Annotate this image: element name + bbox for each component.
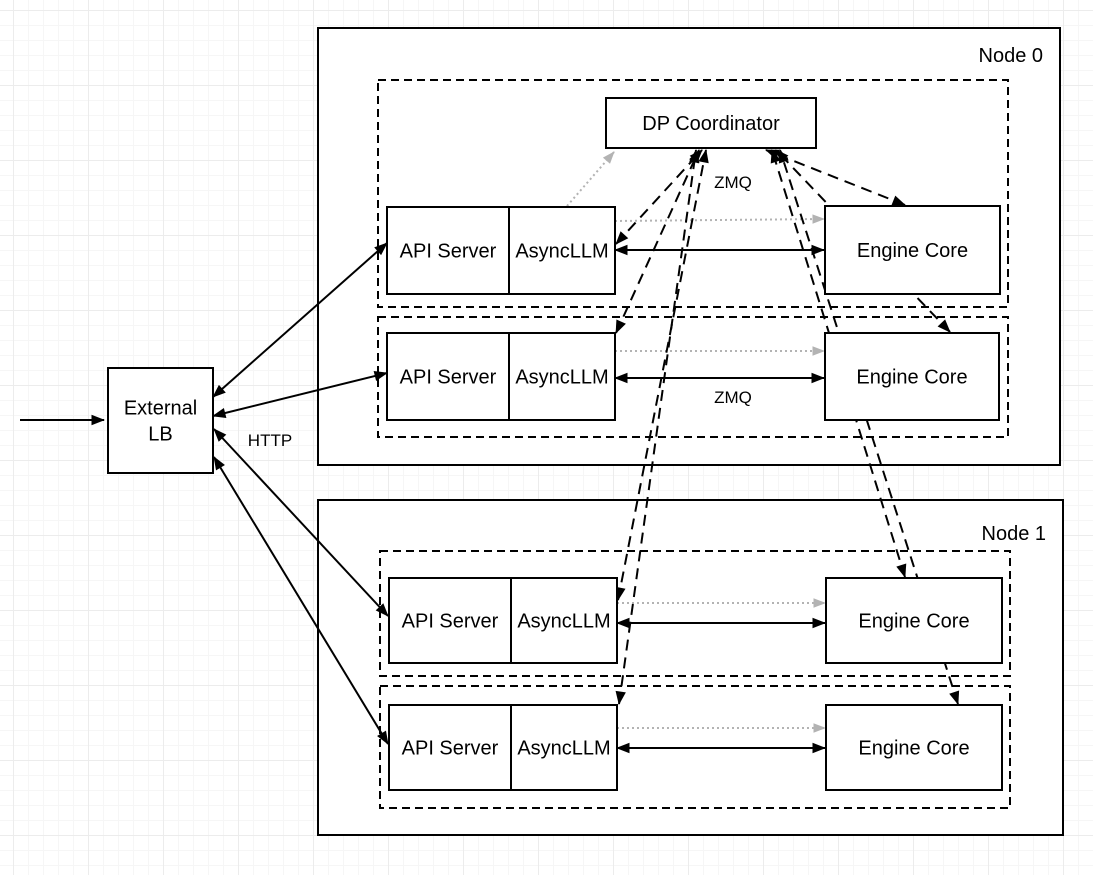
container-label-node-1: Node 1 bbox=[982, 523, 1047, 545]
node-api-async-0-1 bbox=[386, 332, 616, 421]
node-engine-core-1-1 bbox=[825, 704, 1003, 791]
label-engine-core-0-0: Engine Core bbox=[857, 240, 968, 262]
label-external-lb: LB bbox=[148, 424, 172, 446]
label-left-api-async-0-1: API Server bbox=[400, 367, 497, 389]
node-external-lb bbox=[107, 367, 214, 474]
label-engine-core-0-1: Engine Core bbox=[856, 367, 967, 389]
node-engine-core-1-0 bbox=[825, 577, 1003, 664]
container-label-node-0: Node 0 bbox=[979, 45, 1044, 67]
edge-lb-api-1-1 bbox=[213, 456, 389, 745]
label-right-api-async-0-0: AsyncLLM bbox=[515, 241, 608, 263]
label-engine-core-1-1: Engine Core bbox=[858, 738, 969, 760]
label-left-api-async-0-0: API Server bbox=[400, 241, 497, 263]
label-zmq-top: ZMQ bbox=[714, 173, 752, 192]
edge-lb-api-0-1 bbox=[212, 370, 388, 419]
label-right-api-async-1-1: AsyncLLM bbox=[517, 738, 610, 760]
label-right-api-async-0-1: AsyncLLM bbox=[515, 367, 608, 389]
label-left-api-async-1-1: API Server bbox=[402, 738, 499, 760]
node-engine-core-0-0 bbox=[824, 205, 1001, 295]
label-right-api-async-1-0: AsyncLLM bbox=[517, 611, 610, 633]
node-engine-core-0-1 bbox=[824, 332, 1000, 421]
label-http: HTTP bbox=[248, 431, 292, 450]
node-api-async-1-1 bbox=[388, 704, 618, 791]
label-zmq-row2: ZMQ bbox=[714, 388, 752, 407]
label-dp-coordinator: DP Coordinator bbox=[642, 113, 780, 135]
label-external-lb: External bbox=[124, 398, 197, 420]
edge-async-dp-dotted-0-0 bbox=[566, 151, 615, 207]
node-api-async-0-0 bbox=[386, 206, 616, 295]
edge-dp-async-1-1 bbox=[615, 149, 700, 705]
node-dp-coordinator bbox=[605, 97, 817, 149]
node-api-async-1-0 bbox=[388, 577, 618, 664]
label-left-api-async-1-0: API Server bbox=[402, 611, 499, 633]
label-engine-core-1-0: Engine Core bbox=[858, 611, 969, 633]
